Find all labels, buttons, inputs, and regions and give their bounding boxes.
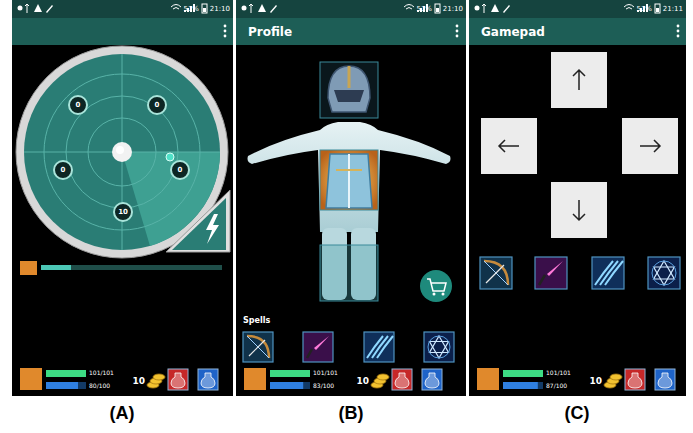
mana-value: 80/100 [89,383,110,390]
armor-slot [320,150,378,210]
section-heading: Spells [243,316,270,325]
status-time: 21:11 [663,5,683,13]
gold-count: 10 [589,376,602,386]
legs-slot [320,245,378,301]
mana-value: 83/100 [313,383,334,390]
target-count: 0 [76,101,81,109]
helmet-slot [320,62,378,118]
target-count: 0 [155,101,160,109]
progress-bar [20,261,222,275]
battery-level: 51% [416,5,432,13]
status-icons [242,4,441,13]
spell-icon [648,257,680,289]
title-text: Gamepad [481,25,545,39]
dpad-arrow [499,70,660,220]
gold-count: 10 [589,376,602,386]
mana-value: 80/100 [89,382,110,389]
radar-target: 0 [170,160,190,180]
status-time: 21:10 [210,5,230,13]
player-hud [477,368,675,390]
battery-level: 51% [416,5,432,13]
status-time: 21:11 [663,5,683,13]
mana-value: 87/100 [546,382,567,389]
spell-icon [480,257,512,289]
health-value: 101/101 [89,369,114,376]
status-time: 21:10 [443,5,463,13]
status-icons [18,4,208,13]
health-value: 101/101 [89,370,114,377]
phone-screen [12,0,686,396]
spell-icon [592,257,624,289]
status-icons [475,4,661,13]
dpad-button [481,52,678,238]
health-value: 101/101 [313,369,338,376]
radar-target: 0 [53,160,73,180]
status-time: 21:10 [210,5,230,13]
lightning-button [166,190,230,252]
target-count: 0 [178,166,183,174]
panel-label: (C) [565,403,590,423]
player-hud [20,368,218,390]
battery-level: 51% [636,5,652,13]
gold-count: 10 [356,376,369,386]
gold-count: 10 [132,376,145,386]
mana-value: 83/100 [313,382,334,389]
spell-icon [303,332,333,362]
panel-label: (C) [565,403,590,424]
radar-target: 0 [68,95,88,115]
status-bar [12,0,686,18]
spell-icon [424,332,454,362]
screen-title: Gamepad [477,18,667,45]
health-value: 101/101 [313,370,338,377]
shop-button [420,270,452,302]
title-text: Profile [248,25,292,39]
status-time: 21:10 [443,5,463,13]
target-count: 0 [61,166,66,174]
app-bar [12,18,686,45]
battery-level: 51% [183,5,199,13]
spell-icon [535,257,567,289]
health-value: 101/101 [546,369,571,376]
battery-level: 51% [636,5,652,13]
health-value: 101/101 [546,370,571,377]
screen-title: Profile [244,18,440,45]
radar-target: 0 [147,95,167,115]
panel-label: (A) [110,403,135,424]
radar-target: 10 [113,202,133,222]
player-hud [244,368,442,390]
mana-value: 87/100 [546,383,567,390]
gold-count: 10 [356,376,369,386]
panel-label: (B) [339,403,364,423]
panel-label: (A) [110,403,135,423]
spell-icon [364,332,394,362]
panel-label: (B) [339,403,364,424]
section-heading: Spells [243,316,270,325]
battery-level: 51% [183,5,199,13]
spell-icon [243,332,273,362]
gold-count: 10 [132,376,145,386]
target-count: 10 [118,208,128,216]
